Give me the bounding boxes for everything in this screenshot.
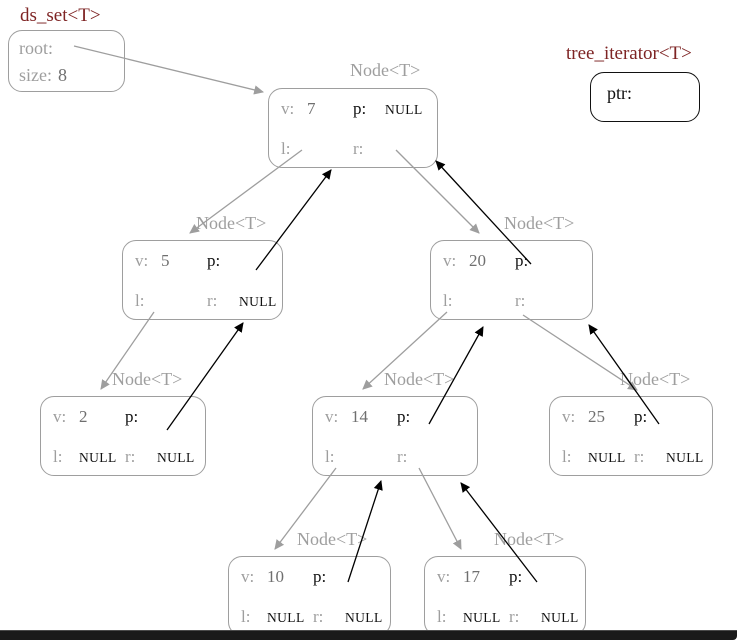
node-row-lr: l: r: [269, 129, 437, 169]
v-value: 5 [161, 251, 170, 270]
r-value: NULL [666, 450, 704, 465]
p-label: p: [397, 407, 411, 426]
node-row-lr: l: NULL r: NULL [550, 437, 712, 477]
v-label: v: [437, 567, 451, 586]
v-label: v: [443, 251, 457, 270]
node-row-lr: l: NULL r: NULL [425, 597, 585, 637]
node-row-vp: v: 25 p: [550, 397, 712, 437]
size-label: size: [19, 65, 52, 85]
tree-node-v7: v: 7 p: NULL l: r: [268, 88, 438, 168]
p-label: p: [353, 99, 367, 118]
node-title-v7: Node<T> [350, 60, 421, 80]
node-row-vp: v: 2 p: [41, 397, 205, 437]
r-label: r: [313, 607, 324, 626]
node-row-lr: l: NULL r: NULL [229, 597, 390, 637]
edge-14-right-to-17 [418, 467, 462, 550]
r-label: r: [207, 291, 218, 310]
l-label: l: [53, 447, 63, 466]
node-row-vp: v: 10 p: [229, 557, 390, 597]
r-label: r: [353, 139, 364, 158]
r-label: r: [509, 607, 520, 626]
node-row-vp: v: 5 p: [123, 241, 282, 281]
l-label: l: [562, 447, 572, 466]
p-label: p: [313, 567, 327, 586]
r-value: NULL [541, 610, 579, 625]
ptr-label: ptr: [607, 83, 632, 103]
root-label: root: [19, 38, 53, 58]
l-value: NULL [79, 450, 117, 465]
tree-node-v2: v: 2 p: l: NULL r: NULL [40, 396, 206, 476]
v-value: 14 [351, 407, 368, 426]
v-label: v: [135, 251, 149, 270]
tree-iterator-box: ptr: [590, 72, 700, 122]
v-label: v: [562, 407, 576, 426]
size-value: 8 [58, 65, 67, 85]
node-title-v17: Node<T> [494, 529, 565, 549]
size-field: size: 8 [19, 62, 124, 89]
tree-node-v10: v: 10 p: l: NULL r: NULL [228, 556, 391, 636]
node-row-lr: l: r: [313, 437, 477, 477]
v-value: 10 [267, 567, 284, 586]
l-label: l: [281, 139, 291, 158]
node-title-v14: Node<T> [384, 369, 455, 389]
v-label: v: [281, 99, 295, 118]
p-label: p: [509, 567, 523, 586]
p-value: NULL [385, 102, 423, 117]
ds-set-title: ds_set<T> [20, 5, 101, 26]
tree-iterator-title: tree_iterator<T> [566, 43, 692, 64]
r-value: NULL [157, 450, 195, 465]
p-label: p: [125, 407, 139, 426]
r-label: r: [515, 291, 526, 310]
node-title-v2: Node<T> [112, 369, 183, 389]
v-value: 2 [79, 407, 88, 426]
p-label: p: [207, 251, 221, 270]
r-value: NULL [239, 294, 277, 309]
tree-node-v17: v: 17 p: l: NULL r: NULL [424, 556, 586, 636]
l-label: l: [443, 291, 453, 310]
l-value: NULL [588, 450, 626, 465]
l-label: l: [135, 291, 145, 310]
r-label: r: [397, 447, 408, 466]
ds-set-box: root: size: 8 [8, 30, 125, 92]
node-row-vp: v: 20 p: [431, 241, 592, 281]
l-value: NULL [267, 610, 305, 625]
tree-node-v20: v: 20 p: l: r: [430, 240, 593, 320]
root-field: root: [19, 35, 124, 62]
node-row-vp: v: 7 p: NULL [269, 89, 437, 129]
node-title-v25: Node<T> [620, 369, 691, 389]
v-label: v: [241, 567, 255, 586]
l-label: l: [241, 607, 251, 626]
node-row-lr: l: r: NULL [123, 281, 282, 321]
tree-node-v5: v: 5 p: l: r: NULL [122, 240, 283, 320]
window-bottom-edge [0, 630, 737, 640]
node-title-v10: Node<T> [297, 529, 368, 549]
v-label: v: [325, 407, 339, 426]
l-label: l: [325, 447, 335, 466]
r-label: r: [125, 447, 136, 466]
node-row-lr: l: NULL r: NULL [41, 437, 205, 477]
node-row-vp: v: 14 p: [313, 397, 477, 437]
r-label: r: [634, 447, 645, 466]
v-value: 20 [469, 251, 486, 270]
node-title-v20: Node<T> [504, 213, 575, 233]
v-label: v: [53, 407, 67, 426]
r-value: NULL [345, 610, 383, 625]
p-label: p: [634, 407, 648, 426]
tree-node-v25: v: 25 p: l: NULL r: NULL [549, 396, 713, 476]
v-value: 17 [463, 567, 480, 586]
v-value: 25 [588, 407, 605, 426]
node-title-v5: Node<T> [196, 213, 267, 233]
tree-node-v14: v: 14 p: l: r: [312, 396, 478, 476]
l-value: NULL [463, 610, 501, 625]
v-value: 7 [307, 99, 316, 118]
l-label: l: [437, 607, 447, 626]
node-row-vp: v: 17 p: [425, 557, 585, 597]
ptr-field: ptr: [591, 73, 699, 104]
p-label: p: [515, 251, 529, 270]
node-row-lr: l: r: [431, 281, 592, 321]
